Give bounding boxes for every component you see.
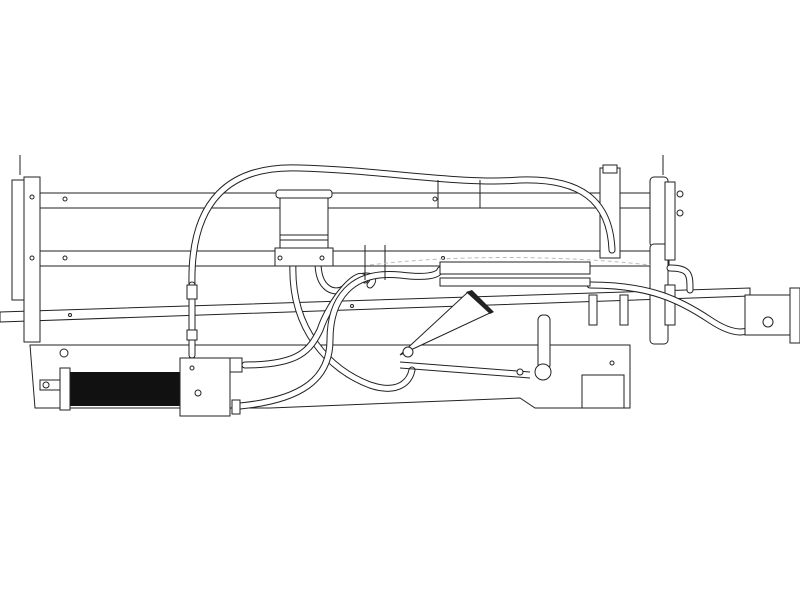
hose-fittings	[186, 180, 629, 415]
pump-motor	[744, 287, 800, 344]
cone-lever	[399, 290, 552, 381]
upper-rail	[23, 192, 670, 209]
mount-bracket	[369, 257, 651, 287]
right-end-plate	[649, 155, 684, 345]
hydraulic-cylinder	[39, 357, 231, 417]
hoses	[188, 164, 766, 410]
diagonal-beam	[0, 287, 751, 323]
reservoir-canister	[274, 189, 334, 267]
left-end-plate	[11, 155, 41, 343]
